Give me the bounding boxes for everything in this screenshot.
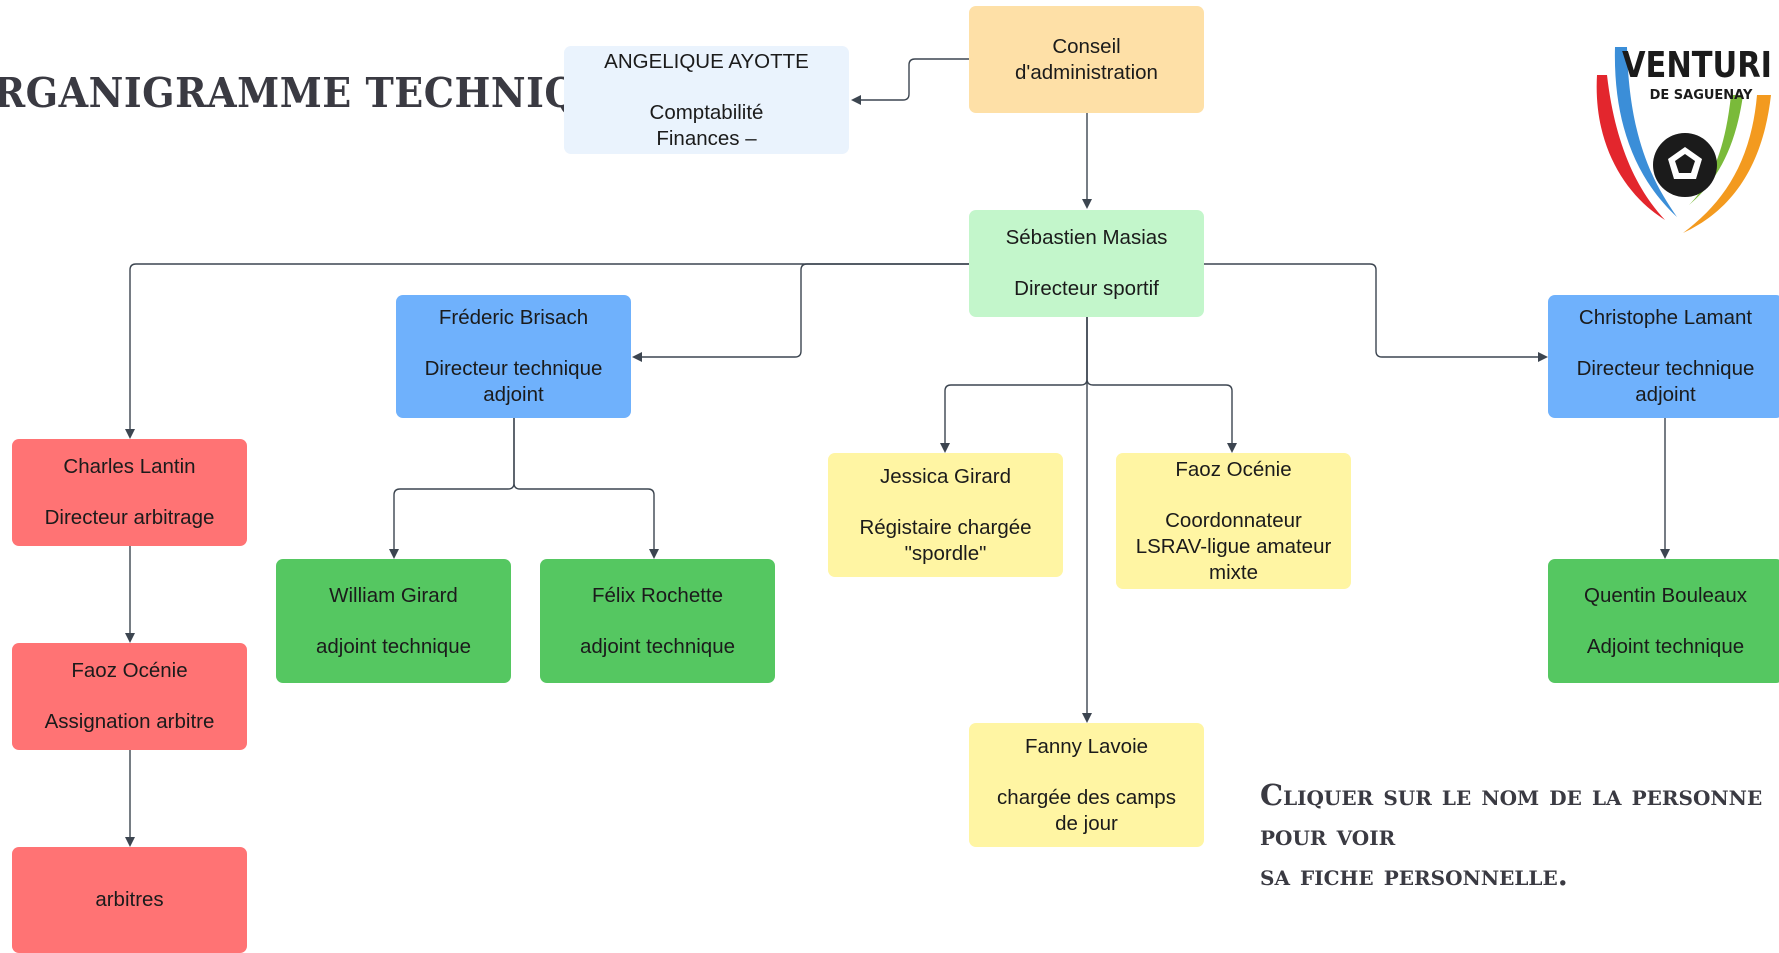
person-link-angelique-ayotte[interactable]: ANGELIQUE AYOTTE: [604, 49, 809, 73]
node-role: Assignation arbitre: [44, 710, 215, 733]
person-link-sebastien-masias[interactable]: Sébastien Masias: [1005, 226, 1168, 249]
person-link-christophe-lamant[interactable]: Christophe Lamant: [1578, 306, 1753, 329]
connector-board-accounting: [851, 58, 969, 105]
logo-text-saguenay: DE SAGUENAY: [1650, 88, 1753, 103]
person-link-felix-rochette[interactable]: Félix Rochette: [591, 583, 724, 607]
connector-frederic-william: [389, 418, 515, 559]
connector-sport-director-frederic: [632, 263, 969, 362]
node-adjoint-quentin: Quentin Bouleaux Adjoint technique: [1548, 559, 1779, 683]
instruction-note: Cliquer sur le nom de la personne pour v…: [1260, 778, 1763, 892]
node-sport-director: Sébastien Masias Directeur sportif: [969, 210, 1204, 317]
node-referee-assignment: Faoz Océnie Assignation arbitre: [12, 643, 247, 750]
connector-sport-director-christophe: [1204, 263, 1548, 362]
venturi-logo: VENTURI DE SAGUENAY: [1596, 45, 1772, 233]
node-role: adjoint technique: [315, 634, 471, 658]
node-tech-adjoint-christophe: Christophe Lamant Directeur technique ad…: [1548, 295, 1779, 418]
connector-sport-director-faoz-coordinator: [1086, 317, 1237, 453]
node-role: Directeur sportif: [1014, 277, 1159, 300]
page-title: ORGANIGRAMME TECHNIQUE: [0, 68, 642, 117]
node-referees: arbitres: [12, 847, 247, 953]
node-tech-adjoint-frederic: Fréderic Brisach Directeur technique adj…: [396, 295, 631, 418]
node-role: Régistaire chargée "spordle": [859, 515, 1032, 565]
node-role: Adjoint technique: [1586, 634, 1745, 658]
node-registrar: Jessica Girard Régistaire chargée "spord…: [828, 453, 1063, 577]
node-board: Conseil d'administration: [969, 6, 1204, 113]
logo-text-venturi: VENTURI: [1622, 45, 1772, 86]
connector-sport-director-jessica: [940, 317, 1088, 453]
node-coordinator: Faoz Océnie Coordonnateur LSRAV-ligue am…: [1116, 453, 1351, 589]
node-adjoint-felix: Félix Rochette adjoint technique: [540, 559, 775, 683]
node-role: Coordonnateur LSRAV-ligue amateur mixte: [1135, 508, 1332, 584]
node-role: d'administration: [1015, 60, 1158, 84]
person-link-frederic-brisach[interactable]: Fréderic Brisach: [438, 306, 589, 329]
logo-swoosh-red: [1596, 75, 1665, 220]
logo-swoosh-orange: [1683, 95, 1771, 233]
person-link-charles-lantin[interactable]: Charles Lantin: [63, 455, 196, 478]
connector-frederic-felix: [513, 418, 659, 559]
person-link-faoz-ocenie-coordinator[interactable]: Faoz Océnie: [1175, 457, 1292, 481]
person-link-fanny-lavoie[interactable]: Fanny Lavoie: [1024, 734, 1149, 758]
node-adjoint-william: William Girard adjoint technique: [276, 559, 511, 683]
person-link-quentin-bouleaux[interactable]: Quentin Bouleaux: [1584, 583, 1747, 607]
node-role: Comptabilité Finances –: [649, 100, 764, 150]
node-day-camps: Fanny Lavoie chargée des camps de jour: [969, 723, 1204, 847]
node-referee-director: Charles Lantin Directeur arbitrage: [12, 439, 247, 546]
node-role: Directeur technique adjoint: [1576, 357, 1755, 406]
node-accounting: ANGELIQUE AYOTTE Comptabilité Finances –: [564, 46, 849, 154]
node-name: Conseil: [1052, 34, 1121, 58]
logo-swoosh-blue: [1614, 47, 1677, 217]
node-role: Directeur technique adjoint: [424, 357, 603, 406]
logo-swoosh-green: [1689, 95, 1743, 205]
person-link-faoz-ocenie-assignment[interactable]: Faoz Océnie: [71, 659, 188, 682]
node-role: Directeur arbitrage: [44, 506, 215, 529]
person-link-william-girard[interactable]: William Girard: [329, 583, 458, 607]
node-role: chargée des camps de jour: [997, 785, 1176, 835]
node-role: adjoint technique: [579, 634, 735, 658]
connector-sport-director-referee-director: [125, 263, 969, 439]
soccer-ball-icon: [1653, 133, 1717, 197]
person-link-jessica-girard[interactable]: Jessica Girard: [879, 464, 1011, 488]
node-name: arbitres: [95, 888, 164, 911]
